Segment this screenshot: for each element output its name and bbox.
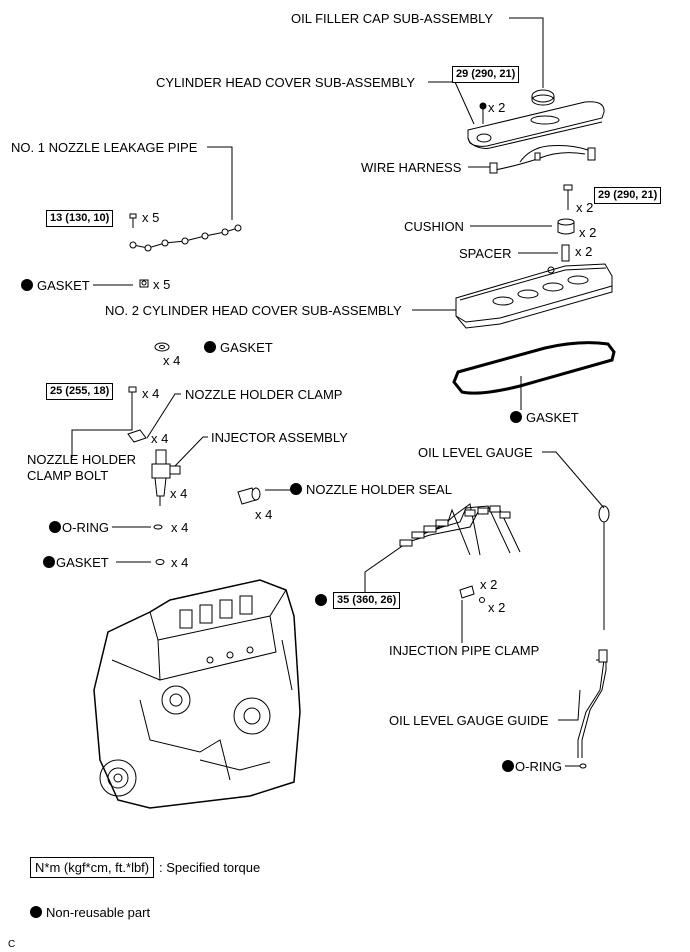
qty-injector: x 4 xyxy=(170,486,188,501)
nonreusable-mark xyxy=(30,906,42,918)
nonreusable-mark xyxy=(21,279,33,291)
cylinder-head-cover-drawing xyxy=(467,101,605,149)
nonreusable-mark xyxy=(204,341,216,353)
label-nozzle-holder-clamp-bolt-1: NOZZLE HOLDER xyxy=(27,452,137,467)
qty-cover2-bolt: x 2 xyxy=(576,200,594,215)
injector-drawing xyxy=(151,449,181,506)
label-gasket-1: GASKET xyxy=(21,278,90,293)
qty-leak-pipe-bolt: x 5 xyxy=(142,210,160,225)
label-o-ring-2: O-RING xyxy=(502,759,562,774)
nonreusable-mark xyxy=(510,411,522,423)
wire-harness-drawing xyxy=(489,145,596,174)
nonreusable-mark xyxy=(49,521,61,533)
gasket-2-text: GASKET xyxy=(220,340,273,355)
qty-gasket-1: x 5 xyxy=(153,277,171,292)
gasket-head-text: GASKET xyxy=(526,410,579,425)
o-ring-2-drawing xyxy=(579,763,587,769)
no2-cylinder-head-cover-drawing xyxy=(455,263,613,329)
injection-pipes-drawing xyxy=(399,503,521,556)
label-gasket-2: GASKET xyxy=(204,340,273,355)
qty-clamp-bolt: x 4 xyxy=(142,386,160,401)
oil-level-gauge-drawing xyxy=(598,505,610,630)
nozzle-holder-clamp-drawing xyxy=(127,429,147,443)
label-injection-pipe-clamp: INJECTION PIPE CLAMP xyxy=(389,643,540,658)
torque-leak-pipe: 13 (130, 10) xyxy=(46,210,114,227)
injector-gasket-drawing xyxy=(154,342,170,352)
o-ring-2-text: O-RING xyxy=(515,759,562,774)
nonreusable-mark xyxy=(502,760,514,772)
nonreusable-mark xyxy=(315,594,327,606)
label-injector-assembly: INJECTOR ASSEMBLY xyxy=(211,430,348,445)
qty-gasket-2: x 4 xyxy=(163,353,181,368)
qty-gasket-3: x 4 xyxy=(171,555,189,570)
o-ring-1-text: O-RING xyxy=(62,520,109,535)
gasket-3-text: GASKET xyxy=(56,555,109,570)
label-oil-filler-cap: OIL FILLER CAP SUB-ASSEMBLY xyxy=(291,11,494,26)
spacer-drawing xyxy=(561,244,570,262)
label-nozzle-holder-clamp: NOZZLE HOLDER CLAMP xyxy=(185,387,343,402)
leader-lines xyxy=(71,17,605,767)
o-ring-drawing xyxy=(153,524,163,530)
label-cushion: CUSHION xyxy=(404,219,464,234)
clamp-bolt-drawing xyxy=(128,386,137,410)
label-gasket-3: GASKET xyxy=(43,555,109,570)
nonreusable-mark xyxy=(290,483,302,495)
nozzle-holder-seal-drawing xyxy=(237,487,261,505)
engine-block-drawing xyxy=(93,579,301,809)
label-oil-level-gauge-guide: OIL LEVEL GAUGE GUIDE xyxy=(389,713,549,728)
qty-clamp: x 4 xyxy=(151,431,169,446)
label-nozzle-holder-clamp-bolt-2: CLAMP BOLT xyxy=(27,468,109,483)
label-no2-cylinder-head-cover: NO. 2 CYLINDER HEAD COVER SUB-ASSEMBLY xyxy=(105,303,402,318)
qty-cushion: x 2 xyxy=(579,225,597,240)
torque-head-cover: 29 (290, 21) xyxy=(452,66,520,83)
leak-gasket-drawing xyxy=(139,279,149,288)
label-oil-level-gauge: OIL LEVEL GAUGE xyxy=(418,445,533,460)
qty-pipe-clamp-b: x 2 xyxy=(488,600,506,615)
label-spacer: SPACER xyxy=(459,246,512,261)
label-no1-nozzle-leakage-pipe: NO. 1 NOZZLE LEAKAGE PIPE xyxy=(11,140,198,155)
legend-torque-desc: : Specified torque xyxy=(159,860,261,875)
legend-nonreusable: Non-reusable part xyxy=(30,905,150,920)
legend-torque-box: N*m (kgf*cm, ft.*lbf) xyxy=(30,857,155,878)
head-cover-gasket-drawing xyxy=(452,341,616,395)
label-gasket-head: GASKET xyxy=(510,410,579,425)
qty-seal: x 4 xyxy=(255,507,273,522)
oil-filler-cap-drawing xyxy=(531,89,555,106)
legend-nonreusable-text: Non-reusable part xyxy=(46,905,151,920)
corner-mark: C xyxy=(8,939,16,950)
nozzle-leakage-pipe-drawing xyxy=(129,213,242,252)
qty-head-cover-bolt: x 2 xyxy=(488,100,506,115)
torque-inj-pipe: 35 (360, 26) xyxy=(333,592,401,609)
qty-spacer: x 2 xyxy=(575,244,593,259)
nozzle-holder-seal-text: NOZZLE HOLDER SEAL xyxy=(306,482,452,497)
torque-clamp-bolt: 25 (255, 18) xyxy=(46,383,114,400)
cushion-drawing xyxy=(557,218,575,235)
oil-level-gauge-guide-drawing xyxy=(577,649,608,758)
qty-pipe-clamp-a: x 2 xyxy=(480,577,498,592)
small-gasket-drawing xyxy=(155,559,165,565)
cover-bolt-drawing xyxy=(563,184,573,210)
injection-pipe-clamp-drawing xyxy=(459,585,485,603)
qty-o-ring-1: x 4 xyxy=(171,520,189,535)
label-wire-harness: WIRE HARNESS xyxy=(361,160,462,175)
label-o-ring-1: O-RING xyxy=(49,520,109,535)
label-nozzle-holder-seal: NOZZLE HOLDER SEAL xyxy=(290,482,452,497)
torque-cover2: 29 (290, 21) xyxy=(594,187,662,204)
gasket-1-text: GASKET xyxy=(37,278,90,293)
nonreusable-mark xyxy=(43,556,55,568)
label-cylinder-head-cover: CYLINDER HEAD COVER SUB-ASSEMBLY xyxy=(156,75,416,90)
